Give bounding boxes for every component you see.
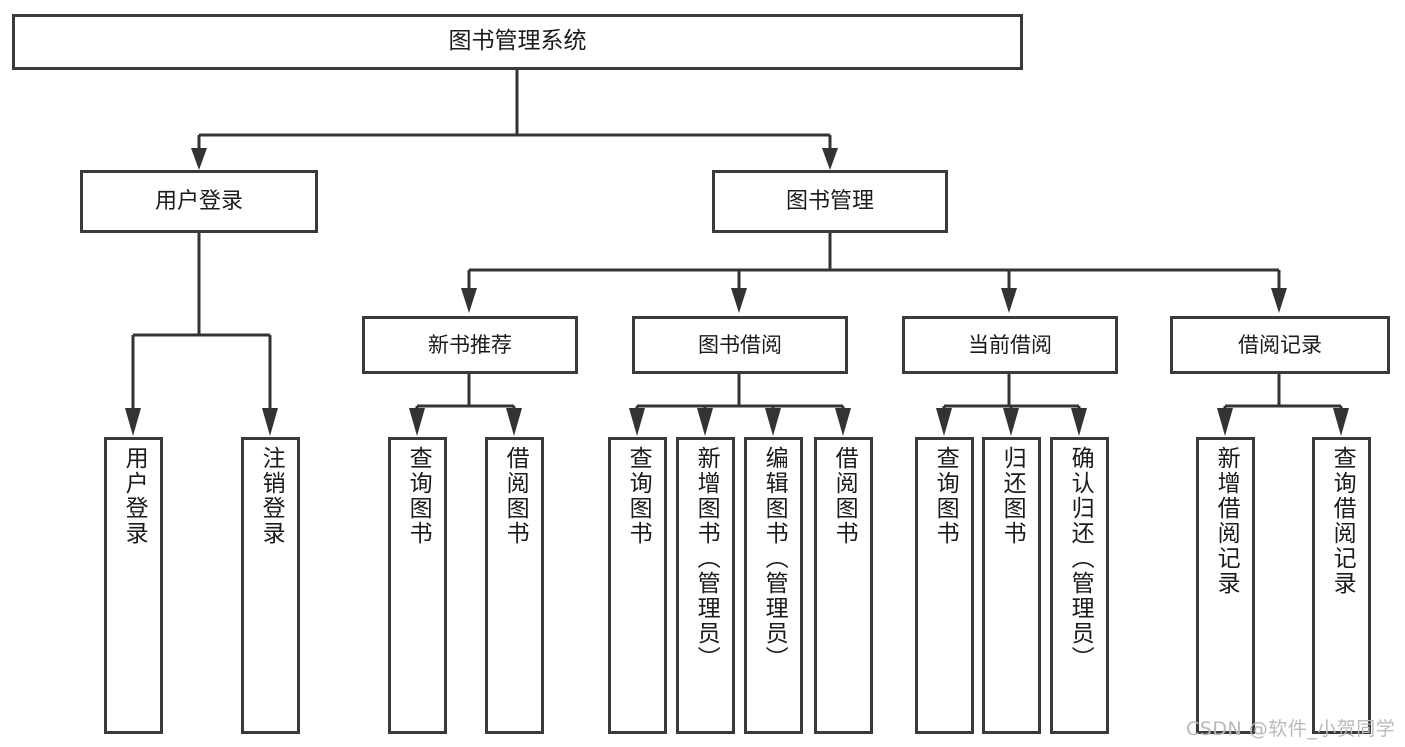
leaf-label: 确认归还（管理员） xyxy=(1067,446,1094,671)
node-user-login-label: 用户登录 xyxy=(154,188,243,214)
leaf-label: 查询借阅记录 xyxy=(1329,446,1356,596)
leaf-user-login-signin[interactable]: 用户登录 xyxy=(104,437,163,734)
arrowhead-current-borrow-leaf-2 xyxy=(1003,408,1019,436)
arrowhead-new-book-leaf-1 xyxy=(409,408,425,436)
arrowhead-user-login-leaf-1 xyxy=(125,408,141,436)
arrowhead-current-borrow-leaf-1 xyxy=(936,408,952,436)
arrowhead-current-borrow-leaf-3 xyxy=(1071,408,1087,436)
leaf-label: 查询图书 xyxy=(405,446,432,546)
node-new-book-recommend[interactable]: 新书推荐 xyxy=(362,316,578,374)
node-root-system[interactable]: 图书管理系统 xyxy=(12,14,1023,70)
leaf-label: 编辑图书（管理员） xyxy=(761,446,788,671)
arrowhead-book-borrow-leaf-4 xyxy=(835,408,851,436)
node-borrow-record-label: 借阅记录 xyxy=(1238,332,1322,357)
leaf-label: 用户登录 xyxy=(121,446,148,546)
leaf-label: 新增借阅记录 xyxy=(1213,446,1240,596)
arrowhead-book-borrow-leaf-3 xyxy=(765,408,781,436)
arrowhead-current-borrow xyxy=(1001,288,1017,313)
node-borrow-record[interactable]: 借阅记录 xyxy=(1170,316,1390,374)
leaf-book-borrow-borrow[interactable]: 借阅图书 xyxy=(814,437,873,734)
leaf-label: 借阅图书 xyxy=(502,446,529,546)
leaf-label: 查询图书 xyxy=(932,446,959,546)
leaf-label: 注销登录 xyxy=(258,446,285,546)
node-book-borrow[interactable]: 图书借阅 xyxy=(632,316,848,374)
arrowhead-book-mgmt xyxy=(822,148,838,170)
leaf-label: 查询图书 xyxy=(625,446,652,546)
leaf-new-book-borrow[interactable]: 借阅图书 xyxy=(485,437,544,734)
arrowhead-book-borrow xyxy=(731,288,747,313)
leaf-borrow-record-add[interactable]: 新增借阅记录 xyxy=(1196,437,1255,734)
csdn-watermark: CSDN @软件_小贺同学 xyxy=(1186,718,1396,740)
node-book-management-label: 图书管理 xyxy=(785,188,874,214)
arrowhead-new-book-leaf-2 xyxy=(506,408,522,436)
leaf-label: 新增图书（管理员） xyxy=(693,446,720,671)
leaf-book-borrow-add[interactable]: 新增图书（管理员） xyxy=(676,437,735,734)
arrowhead-borrow-record-leaf-2 xyxy=(1333,408,1349,436)
leaf-current-borrow-confirm-return[interactable]: 确认归还（管理员） xyxy=(1050,437,1109,734)
arrowhead-book-borrow-leaf-2 xyxy=(697,408,713,436)
leaf-label: 归还图书 xyxy=(999,446,1026,546)
leaf-borrow-record-query[interactable]: 查询借阅记录 xyxy=(1312,437,1371,734)
node-new-book-recommend-label: 新书推荐 xyxy=(428,332,512,357)
node-book-management[interactable]: 图书管理 xyxy=(712,170,948,233)
arrowhead-user-login-leaf-2 xyxy=(262,408,278,436)
leaf-user-login-signout[interactable]: 注销登录 xyxy=(241,437,300,734)
arrowhead-borrow-record-leaf-1 xyxy=(1217,408,1233,436)
leaf-current-borrow-return[interactable]: 归还图书 xyxy=(982,437,1041,734)
arrowhead-borrow-record xyxy=(1271,288,1287,313)
leaf-book-borrow-edit[interactable]: 编辑图书（管理员） xyxy=(744,437,803,734)
arrowhead-book-borrow-leaf-1 xyxy=(629,408,645,436)
arrowhead-new-book xyxy=(461,288,477,313)
arrowhead-user-login xyxy=(191,148,207,170)
node-current-borrow-label: 当前借阅 xyxy=(968,332,1052,357)
leaf-label: 借阅图书 xyxy=(831,446,858,546)
leaf-new-book-query[interactable]: 查询图书 xyxy=(388,437,447,734)
leaf-current-borrow-query[interactable]: 查询图书 xyxy=(915,437,974,734)
node-book-borrow-label: 图书借阅 xyxy=(698,332,782,357)
node-root-label: 图书管理系统 xyxy=(448,28,587,55)
node-current-borrow[interactable]: 当前借阅 xyxy=(902,316,1118,374)
node-user-login[interactable]: 用户登录 xyxy=(80,170,318,233)
leaf-book-borrow-query[interactable]: 查询图书 xyxy=(608,437,667,734)
